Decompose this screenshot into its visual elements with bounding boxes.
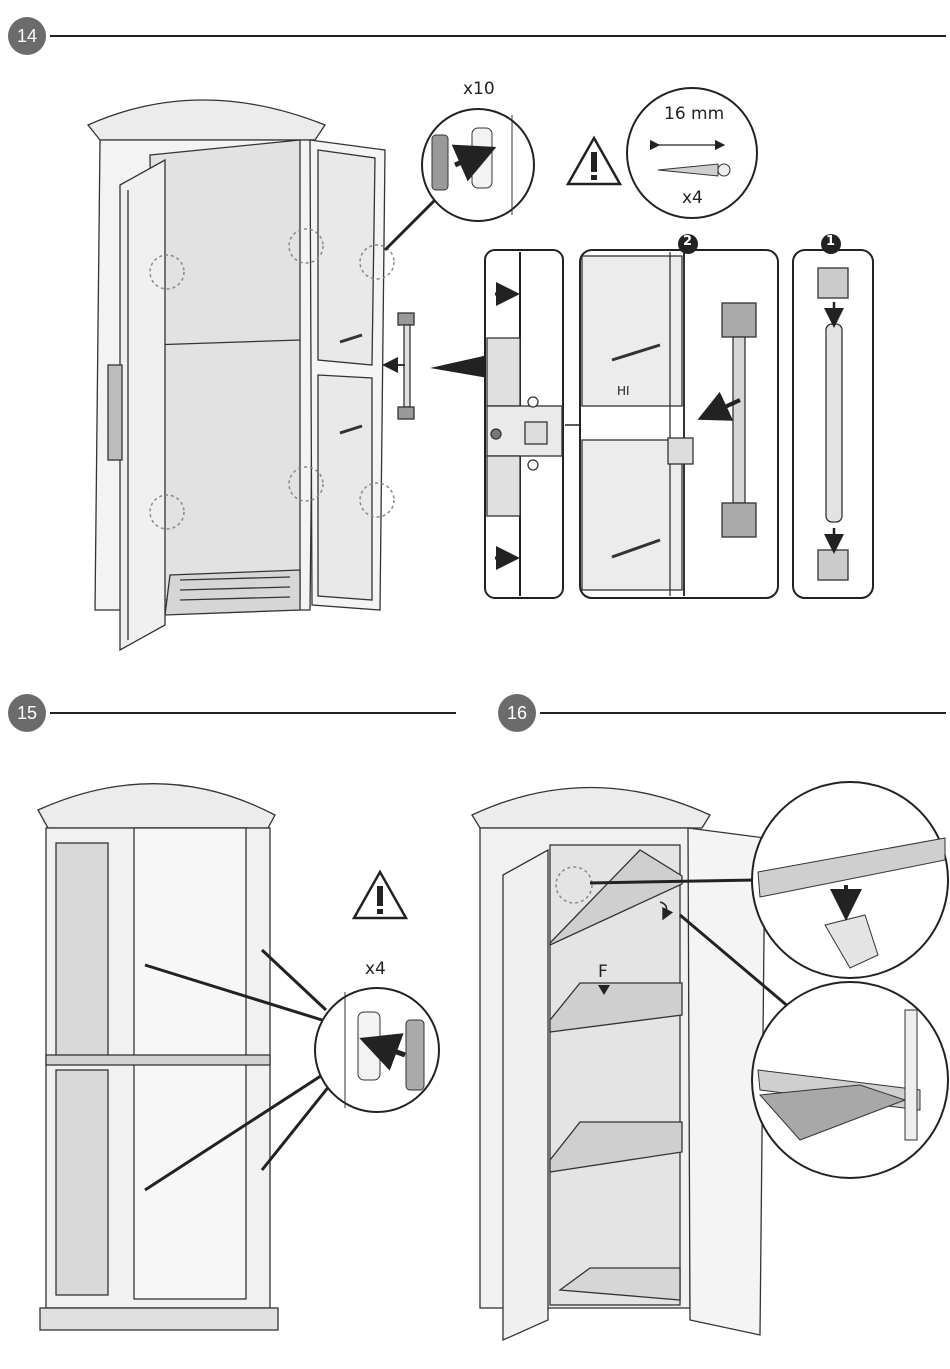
step-16-shelf-slide-detail — [752, 982, 948, 1178]
panel-mark-label: HI — [617, 384, 630, 398]
substep-2-label: 2 — [683, 234, 692, 249]
step-16-cabinet — [472, 788, 765, 1341]
step-14-panel-handle — [580, 250, 778, 598]
screw-count-label: x4 — [682, 188, 703, 208]
substep-1-label: 1 — [826, 234, 835, 249]
step-16-shelf-clip-detail — [752, 782, 948, 978]
shelf-mark-label: F — [598, 962, 608, 982]
step-14-panel-hinge — [485, 250, 563, 598]
step-14-cabinet — [88, 100, 385, 650]
clip-count-label: x10 — [463, 79, 495, 99]
step-14-panel-tube — [793, 250, 873, 598]
step-14-clip-detail — [422, 109, 534, 221]
warning-icon-2 — [354, 872, 406, 918]
step-15-cabinet — [38, 784, 278, 1330]
warning-icon — [568, 138, 620, 184]
step-15-count-label: x4 — [365, 959, 386, 979]
screw-length-label: 16 mm — [664, 104, 724, 124]
step-15-clip-detail — [315, 988, 439, 1112]
